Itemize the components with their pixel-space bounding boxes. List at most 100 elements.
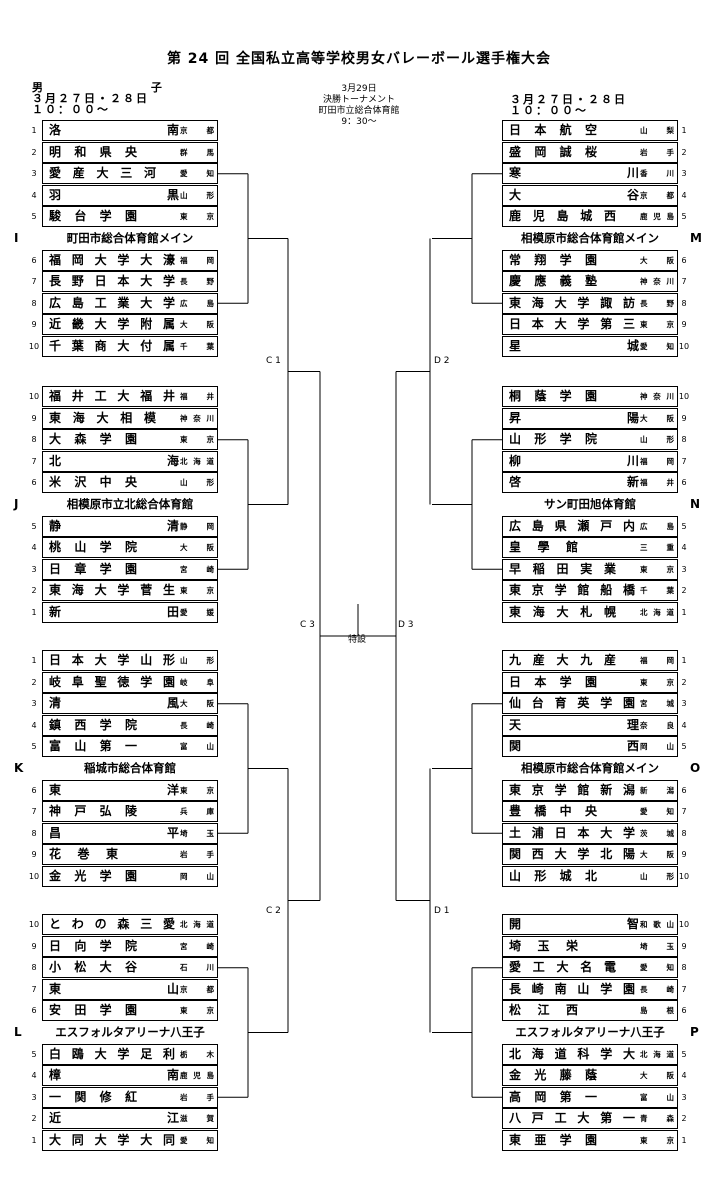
team-prefecture: 埼玉 bbox=[640, 941, 674, 951]
seed-number: 4 bbox=[31, 720, 37, 730]
team-prefecture: 千葉 bbox=[640, 586, 674, 596]
block-letter: P bbox=[690, 1025, 699, 1039]
team-name: 盛岡誠桜 bbox=[509, 144, 597, 159]
seed-number: 7 bbox=[31, 984, 37, 994]
team-entry: 福岡大学大濠福岡 bbox=[42, 249, 218, 271]
seed-number: 4 bbox=[681, 720, 687, 730]
venue-label: 稲城市総合体育館 bbox=[84, 761, 176, 775]
team-name: 広島工業大学 bbox=[49, 295, 175, 310]
team-entry: 慶應義塾神奈川 bbox=[502, 271, 678, 293]
team-entry: 近畿大学附属大阪 bbox=[42, 314, 218, 336]
seed-number: 1 bbox=[681, 656, 687, 665]
team-name: 神戸弘陵 bbox=[49, 804, 137, 819]
team-entry: 大森学園東京 bbox=[42, 429, 218, 451]
team-name: 山形城北 bbox=[509, 869, 597, 883]
seed-number: 8 bbox=[31, 298, 37, 308]
team-prefecture: 新潟 bbox=[640, 785, 674, 795]
team-prefecture: 大阪 bbox=[180, 543, 214, 553]
team-entry: 山形城北山形 bbox=[502, 866, 678, 887]
seed-number: 8 bbox=[31, 828, 37, 838]
team-name: 長崎南山学園 bbox=[509, 981, 635, 996]
team-name: とわの森三愛 bbox=[49, 917, 175, 931]
team-name: 山形学院 bbox=[509, 432, 597, 447]
seed-number: 1 bbox=[681, 608, 687, 617]
team-prefecture: 大阪 bbox=[640, 1071, 674, 1081]
team-prefecture: 宮崎 bbox=[180, 564, 214, 574]
team-name: 東京学館新潟 bbox=[509, 782, 635, 797]
seed-number: 8 bbox=[681, 435, 687, 445]
team-entry: 新田愛媛 bbox=[42, 602, 218, 623]
team-entry: 洛南京都 bbox=[42, 120, 218, 141]
team-name: 花巻東 bbox=[49, 847, 118, 862]
block-letter: O bbox=[690, 761, 701, 775]
team-name: 駿台学園 bbox=[49, 209, 137, 224]
team-name: 東洋 bbox=[49, 782, 179, 797]
team-name: 昇陽 bbox=[509, 410, 639, 425]
team-prefecture: 宮城 bbox=[640, 699, 674, 709]
right-date: ３月２７日・２８日 bbox=[510, 93, 627, 106]
team-name: 北海 bbox=[49, 453, 179, 468]
team-entry: 関西岡山 bbox=[502, 736, 678, 758]
seed-number: 3 bbox=[31, 564, 37, 574]
team-entry: 日本航空山梨 bbox=[502, 120, 678, 141]
team-prefecture: 山形 bbox=[180, 656, 214, 665]
team-prefecture: 富山 bbox=[640, 1092, 674, 1102]
seed-number: 5 bbox=[681, 1049, 687, 1059]
team-prefecture: 岩手 bbox=[180, 1092, 214, 1102]
team-prefecture: 岩手 bbox=[640, 147, 674, 157]
team-prefecture: 兵庫 bbox=[180, 807, 214, 817]
team-name: 日向学院 bbox=[49, 938, 137, 953]
team-name: 東海大学菅生 bbox=[49, 583, 175, 598]
team-entry: 大同大学大同愛知 bbox=[42, 1130, 218, 1151]
team-name: 白鴎大学足利 bbox=[49, 1046, 175, 1061]
team-name: 日本学園 bbox=[509, 674, 597, 689]
seed-number: 6 bbox=[31, 1006, 37, 1016]
team-prefecture: 岡山 bbox=[180, 872, 214, 881]
seed-number: 8 bbox=[681, 298, 687, 308]
team-entry: 関西大学北陽大阪 bbox=[502, 844, 678, 866]
seed-number: 4 bbox=[31, 1071, 37, 1081]
team-entry: とわの森三愛北海道 bbox=[42, 914, 218, 935]
team-entry: 東洋東京 bbox=[42, 779, 218, 801]
team-name: 近畿大学附属 bbox=[49, 317, 175, 332]
seed-number: 6 bbox=[681, 1006, 687, 1016]
team-name: 天理 bbox=[509, 717, 639, 732]
team-name: 北海道科学大 bbox=[509, 1046, 635, 1061]
team-entry: 金光学園岡山 bbox=[42, 866, 218, 887]
seed-number: 3 bbox=[31, 1092, 37, 1102]
seed-number: 10 bbox=[678, 920, 690, 929]
team-entry: 日本学園東京 bbox=[502, 671, 678, 693]
team-prefecture: 山形 bbox=[180, 190, 214, 200]
team-prefecture: 奈良 bbox=[640, 720, 674, 730]
team-prefecture: 長崎 bbox=[640, 984, 674, 994]
seed-number: 5 bbox=[31, 742, 37, 752]
block-letter: L bbox=[14, 1025, 22, 1039]
seed-number: 5 bbox=[681, 742, 687, 752]
team-prefecture: 鹿児島 bbox=[640, 212, 674, 222]
team-prefecture: 静岡 bbox=[180, 521, 214, 531]
team-prefecture: 東京 bbox=[640, 1136, 674, 1145]
team-name: 埼玉栄 bbox=[509, 938, 578, 953]
seed-number: 8 bbox=[681, 963, 687, 973]
team-entry: 鎮西学院長崎 bbox=[42, 714, 218, 736]
team-entry: 一関修紅岩手 bbox=[42, 1086, 218, 1108]
team-name: 東亜学園 bbox=[509, 1133, 597, 1147]
team-entry: 松江西島根 bbox=[502, 1000, 678, 1022]
seed-number: 3 bbox=[681, 564, 687, 574]
team-entry: 広島工業大学広島 bbox=[42, 292, 218, 314]
team-entry: 豊橋中央愛知 bbox=[502, 801, 678, 823]
team-prefecture: 福井 bbox=[640, 478, 674, 488]
team-name: 福岡大学大濠 bbox=[49, 252, 175, 267]
seed-number: 6 bbox=[681, 255, 687, 265]
final-name: 決勝トーナメント bbox=[322, 95, 395, 105]
team-entry: 日章学園宮崎 bbox=[42, 558, 218, 580]
seed-number: 1 bbox=[31, 126, 37, 135]
team-name: 東海大札幌 bbox=[509, 605, 616, 619]
team-prefecture: 北海道 bbox=[180, 920, 214, 929]
label-c1: C 1 bbox=[266, 356, 281, 366]
team-name: 高岡第一 bbox=[509, 1089, 597, 1104]
team-entry: 長野日本大学長野 bbox=[42, 271, 218, 293]
team-entry: 開智和歌山 bbox=[502, 914, 678, 935]
team-name: 明和県央 bbox=[49, 144, 137, 159]
team-prefecture: 香川 bbox=[640, 169, 674, 179]
